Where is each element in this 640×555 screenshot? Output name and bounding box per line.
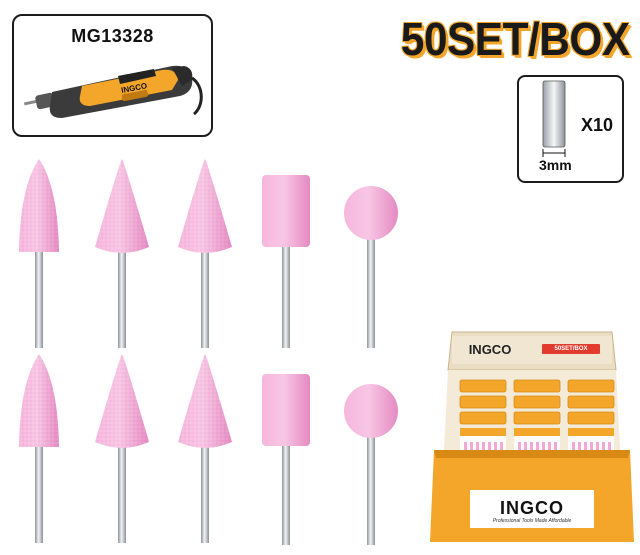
display-box-image [430,331,634,542]
display-top-brand: INGCO [468,342,512,357]
headline: 50SET/BOX [318,10,630,68]
shank-info-box: X10 3mm [517,75,624,183]
mounted-stone-cylinder [262,175,310,348]
model-code: MG13328 [71,26,154,46]
mounted-stone-bullet [19,159,59,348]
mounted-stone-cone [178,159,232,348]
rotary-tool-image: INGCO [23,65,203,118]
mounted-stone-ball [344,186,398,348]
mounted-stone-ball [344,384,398,545]
shank-quantity: X10 [581,115,614,135]
display-slogan: Professional Tools Made Affordable [492,518,572,524]
mounted-stone-cone [95,159,149,348]
mounted-stone-cone [95,354,149,543]
shank-diameter: 3mm [539,157,572,173]
mounted-stone-cylinder [262,374,310,545]
display-top-tag: 50SET/BOX [542,344,600,354]
mounted-stone-bullet [19,354,59,543]
model-box: MG13328 INGCO [12,14,213,137]
mounted-stone-cone [178,354,232,543]
headline-text: 50SET/BOX [401,13,630,65]
display-brand-logo: INGCO [499,498,564,518]
shank-diagram [542,80,566,157]
